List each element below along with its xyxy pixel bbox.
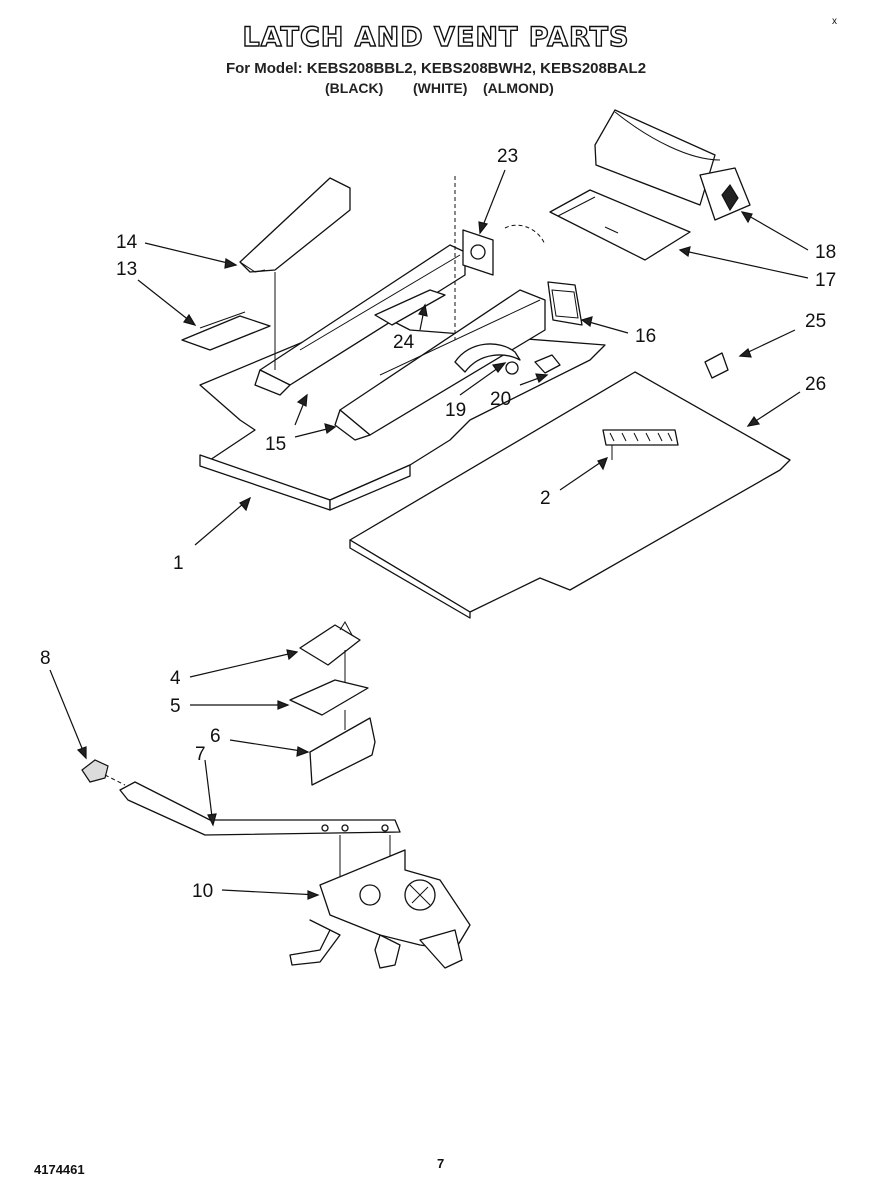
- callout-6: 6: [210, 726, 221, 747]
- part-15-channel-left-front: [254, 369, 291, 396]
- part-16-box: [547, 281, 583, 326]
- part-4-switch: [299, 624, 361, 666]
- part-17-plate: [549, 189, 691, 261]
- part-13-bracket: [181, 315, 271, 351]
- leader-lines: [49, 169, 809, 900]
- callout-7: 7: [195, 744, 206, 765]
- diagram-title: LATCH AND VENT PARTS: [242, 21, 630, 53]
- callout-16: 16: [635, 326, 656, 347]
- part-20-retainer: [534, 354, 561, 374]
- part-19-fitting: [505, 361, 519, 375]
- model-subtitle: For Model: KEBS208BBL2, KEBS208BWH2, KEB…: [225, 60, 647, 77]
- part-10-mount-foot: [374, 934, 401, 969]
- callout-17: 17: [815, 270, 836, 291]
- part-10-bracket-arm: [289, 919, 341, 966]
- callout-23: 23: [497, 146, 518, 167]
- part-15-channel-right-front: [334, 409, 371, 441]
- part-19-hose: [454, 343, 521, 373]
- part-1-panel-side: [329, 464, 411, 511]
- part-18-blower: [594, 109, 716, 206]
- callout-20: 20: [490, 389, 511, 410]
- part-5-plate: [289, 679, 369, 716]
- part-23-hole: [470, 244, 486, 260]
- callout-26: 26: [805, 374, 826, 395]
- part-2-clip-strip: [602, 429, 679, 446]
- color-black-label: (BLACK): [325, 80, 384, 96]
- part-24-slot: [374, 289, 446, 326]
- callout-13: 13: [116, 259, 137, 280]
- part-10-latch-mechanism: [319, 849, 471, 951]
- callout-10: 10: [192, 881, 213, 902]
- color-white-label: (WHITE): [413, 80, 468, 96]
- callout-18: 18: [815, 242, 836, 263]
- callout-1: 1: [173, 553, 184, 574]
- part-14-duct: [239, 177, 351, 273]
- callout-5: 5: [170, 696, 181, 717]
- callout-19: 19: [445, 400, 466, 421]
- callout-14: 14: [116, 232, 138, 253]
- callout-24: 24: [393, 332, 415, 353]
- part-10-terminal: [419, 929, 463, 969]
- callout-8: 8: [40, 648, 51, 669]
- callout-25: 25: [805, 311, 826, 332]
- part-26-panel: [349, 371, 791, 613]
- callout-2: 2: [540, 488, 551, 509]
- callout-15: 15: [265, 434, 286, 455]
- color-almond-label: (ALMOND): [483, 80, 554, 96]
- part-25-clip: [704, 352, 729, 379]
- part-6-shield: [309, 717, 376, 786]
- svg-text:x: x: [832, 16, 837, 27]
- part-8-bumper: [81, 759, 109, 783]
- part-7-latch-arm: [119, 781, 401, 836]
- part-26-panel-edge: [349, 539, 471, 619]
- page-number: 7: [437, 1156, 445, 1171]
- document-number: 4174461: [34, 1162, 85, 1177]
- callout-4: 4: [170, 668, 181, 689]
